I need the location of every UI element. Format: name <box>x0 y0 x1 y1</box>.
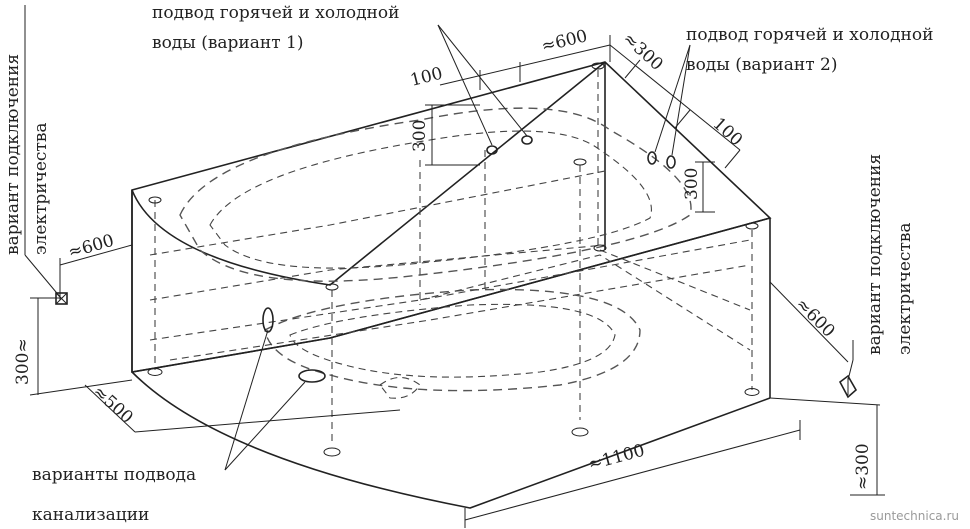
drain-option-b <box>298 369 326 383</box>
label-supply-v2-line1: подвод горячей и холодной <box>686 25 933 45</box>
dim-top-600: ≈600 <box>539 26 589 57</box>
tub-hidden-lines <box>149 70 753 445</box>
box-bottom-curve <box>131 371 771 509</box>
feet <box>147 62 760 457</box>
dim-right-300-vertical: 300 <box>682 168 702 200</box>
box-frame <box>131 61 772 509</box>
inlet-v2-a <box>647 151 657 165</box>
dimension-labels: 100 ≈600 300 ≈300 100 300 ≈600 300≈ ≈500… <box>13 26 873 490</box>
dim-left-600: ≈600 <box>66 231 116 263</box>
dim-right-600: ≈600 <box>791 294 838 341</box>
drain-option-a <box>262 307 274 333</box>
frame-rail-4 <box>169 264 751 361</box>
frame-rail-3 <box>149 239 751 341</box>
frame-rail-5 <box>599 249 751 311</box>
label-supply-v1-line2: воды (вариант 1) <box>152 33 303 53</box>
inlet-v2-b <box>666 155 676 169</box>
electric-connectors <box>55 292 858 399</box>
dim-bottom-1100: ≈1100 <box>586 441 647 475</box>
dim-left-500: ≈500 <box>89 382 137 428</box>
dim-right-100: 100 <box>709 114 747 151</box>
label-electric-left-line1: вариант подключения <box>3 54 23 255</box>
dim-right-300: ≈300 <box>619 29 667 75</box>
label-electric-right-line1: вариант подключения <box>865 154 885 355</box>
watermark: suntechnica.ru <box>870 509 959 523</box>
connection-points <box>262 135 676 383</box>
dim-bottom-right-300: ≈300 <box>853 443 873 490</box>
box-left-bottom <box>131 337 331 373</box>
electric-box-right <box>838 374 858 399</box>
label-electric-right-line2: электричества <box>895 222 915 355</box>
label-drain-line2: канализации <box>32 505 149 525</box>
dim-top-100: 100 <box>408 64 444 91</box>
box-front-top-edge <box>329 217 771 339</box>
inlet-v1-b <box>521 135 533 145</box>
dimension-lines <box>29 35 885 528</box>
label-supply-v2-line2: воды (вариант 2) <box>686 55 837 75</box>
inlet-v1-a <box>486 145 498 155</box>
tub-bottom <box>264 288 641 392</box>
leader-lines <box>24 5 854 471</box>
frame-rail-6 <box>419 254 751 351</box>
dim-left-300: 300≈ <box>13 338 33 385</box>
drain-recess <box>379 376 421 399</box>
callout-labels: подвод горячей и холодной воды (вариант … <box>3 3 933 525</box>
dim-top-300: 300 <box>410 120 430 152</box>
tub-bottom-2 <box>289 303 616 378</box>
label-supply-v1-line1: подвод горячей и холодной <box>152 3 399 23</box>
frame-rail-1 <box>149 169 611 256</box>
label-electric-left-line2: электричества <box>31 122 51 255</box>
box-top-edges <box>131 61 772 373</box>
label-drain-line1: варианты подвода <box>32 465 196 485</box>
frame-rail-2 <box>149 244 606 301</box>
